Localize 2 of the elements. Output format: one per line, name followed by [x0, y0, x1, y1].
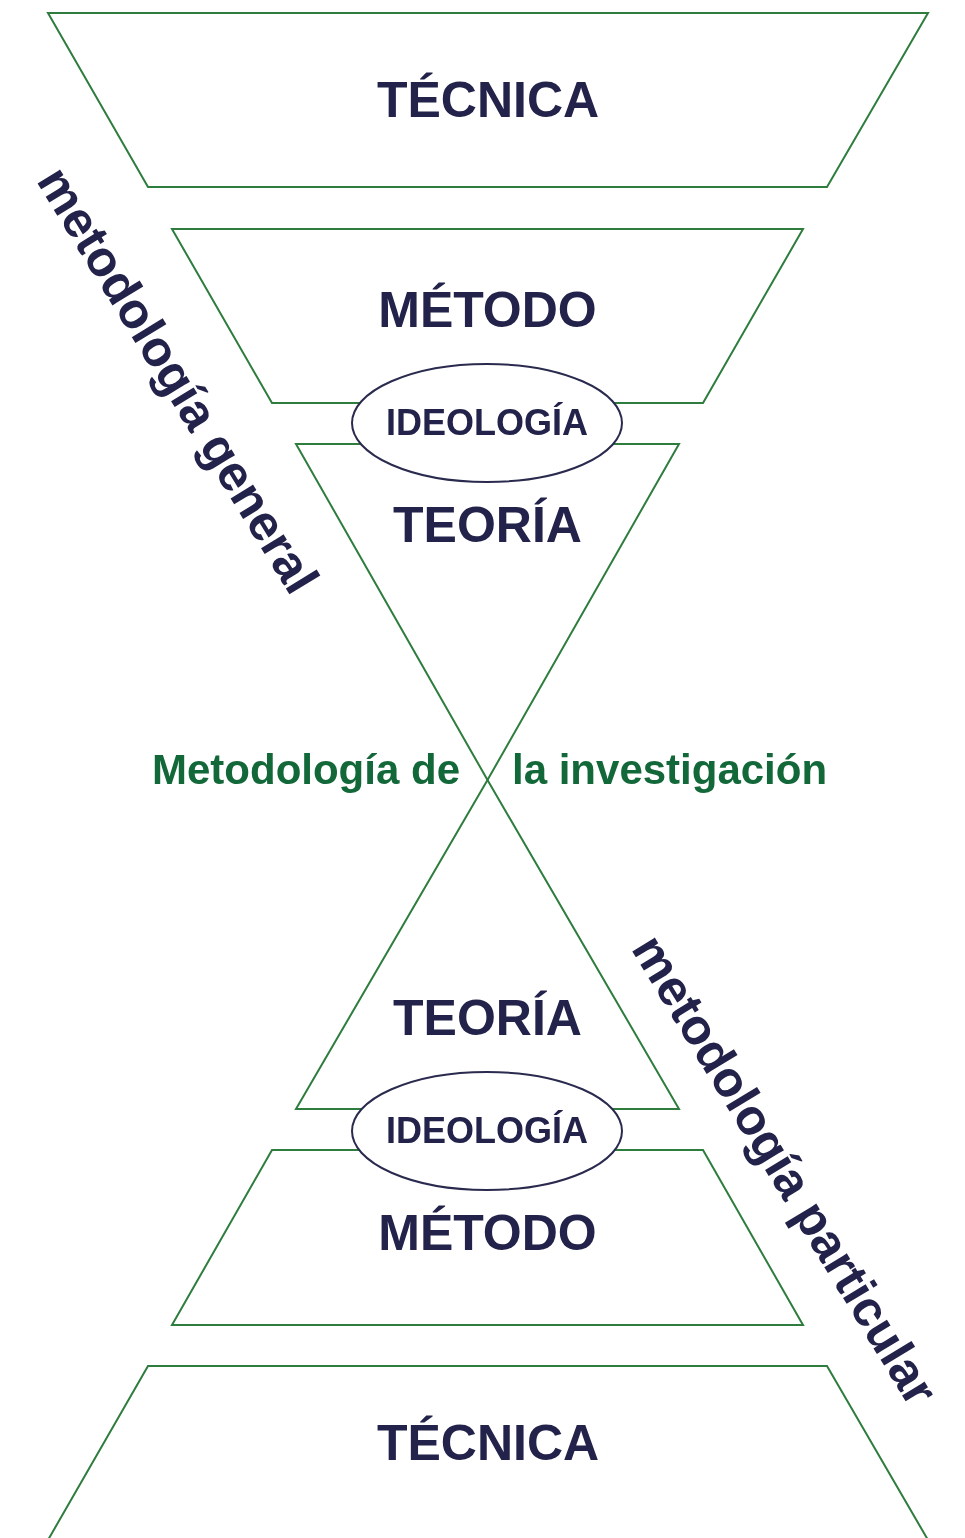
center-label: Metodología de: [152, 749, 460, 791]
center-label: la investigación: [512, 749, 828, 791]
